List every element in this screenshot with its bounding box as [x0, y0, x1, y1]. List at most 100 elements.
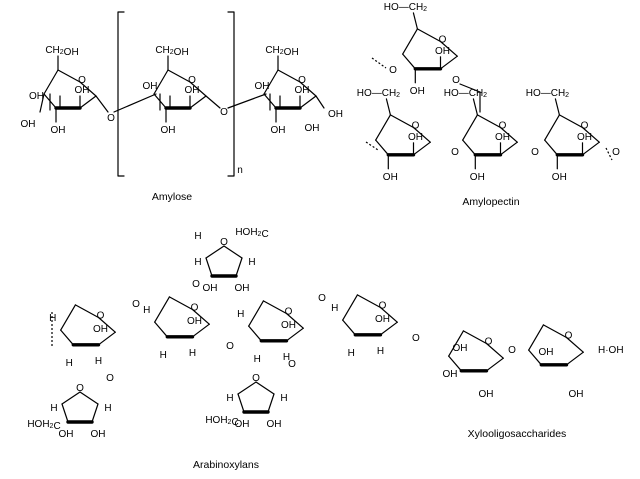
amylopectin-glyco-o2: O [531, 147, 539, 158]
amylose-unit-2-oh2-label: OH [185, 85, 200, 96]
amylopectin-branch-o: O [389, 65, 397, 76]
amylose-unit1-oh-left: OH [29, 91, 44, 102]
amylose-glyco-bond [113, 93, 157, 113]
arabinoxylan-arabinose-1-ring-oxygen: O [76, 383, 84, 394]
arabinoxylan-arabinose-1-ch2oh: HOH2C [27, 419, 60, 432]
amylopectin-unit-1-c6 [385, 98, 391, 116]
amylopectin-branch-hoch2: HO—CH2 [384, 1, 427, 12]
arabinoxylan-xylose-3-bond [285, 312, 304, 329]
arabinoxylan-arabinose-1-bond [61, 391, 81, 405]
arabinoxylan-arabinose-2-ch2oh: HOH2C [235, 227, 268, 240]
amylopectin-end-dash-right [605, 147, 613, 161]
arabinoxylan-arabinose-2-bond [223, 245, 243, 259]
xylooligo-reducing-hoh: H·OH [598, 345, 624, 356]
amylopectin-caption: Amylopectin [462, 196, 519, 208]
arabinoxylan-arabinose-2-h: H [194, 257, 201, 268]
amylose-unit-2-ring-oxygen: O [188, 75, 196, 86]
amylopectin-unit-1-bond [412, 126, 431, 143]
arabinoxylan-arabinose-2-h: H [194, 231, 201, 242]
amylose-unit-3-ch2oh: CH2OH [265, 45, 298, 58]
arabinoxylan-glyco-o3: O [318, 293, 326, 304]
amylopectin-unit-3-bond [544, 114, 561, 141]
amylopectin-unit-2-bond [499, 126, 518, 143]
amylopectin-unit-1-bond [375, 139, 389, 156]
amylopectin-unit-3-bond [581, 126, 600, 143]
arabinoxylan-xylose-3-ring-oxygen: O [285, 306, 293, 317]
amylopectin-unit-3-c6 [554, 98, 561, 116]
xylooligo-unit2-oh-b: OH [569, 389, 584, 400]
amylopectin-unit-2-c6 [472, 98, 478, 116]
amylopectin-end-o: O [612, 147, 620, 158]
arabinoxylan-arabinose-1-link: O [106, 373, 114, 384]
amylose-unit-1-bond [57, 69, 81, 83]
amylose-unit-3-bond [299, 81, 317, 97]
arabinoxylan-arabinose-1-h: H [50, 403, 57, 414]
arabinoxylan-arabinose-1-bond [91, 403, 99, 423]
xylooligo-unit-2-bond [542, 324, 568, 339]
amylopectin-unit-2-bond [499, 141, 518, 156]
arabinoxylan-xylose-4-h: H [377, 345, 384, 356]
arabinoxylan-glyco-o1: O [132, 299, 140, 310]
amylopectin-unit-3-oh3-label: OH [552, 171, 567, 182]
arabinoxylan-arabinose-3-link: O [288, 359, 296, 370]
amylose-unit-1-bond [43, 69, 59, 95]
arabinoxylan-end-o: O [412, 333, 420, 344]
xylooligo-unit2-oh-a: OH [539, 347, 554, 358]
amylose-unit-2-ch2oh: CH2OH [155, 45, 188, 58]
arabinoxylan-arabinose-3-h: H [226, 393, 233, 404]
amylopectin-glyco-o1: O [451, 147, 459, 158]
amylopectin-branch-dash [371, 57, 387, 69]
arabinoxylan-xylose-1-ring-oxygen: O [97, 310, 105, 321]
amylopectin-unit-1-hoch2: HO—CH2 [357, 87, 400, 98]
amylose-glyco-o2: O [220, 107, 228, 118]
amylose-glyco-o1: O [107, 113, 115, 124]
arabinoxylan-arabinose-2-h: H [248, 257, 255, 268]
amylose-unit-3-ring-oxygen: O [298, 75, 306, 86]
amylopectin-unit-2-ring-oxygen: O [499, 120, 507, 131]
arabinoxylan-xylose-4-oh: OH [375, 313, 390, 324]
xylooligo-glyco-o: O [508, 345, 516, 356]
amylopectin-unit-3-bond [544, 139, 558, 156]
xylooligo-unit-2-bond [528, 349, 542, 366]
xylooligo-unit-1-bond [448, 330, 464, 357]
arabinoxylan-xylose-1-bond [60, 329, 74, 346]
xylooligo-unit1-oh-a: OH [453, 343, 468, 354]
arabinoxylan-xylose-1-bond [74, 304, 100, 319]
amylose-reducing-oh: OH [328, 109, 343, 120]
arabinoxylan-xylose-2-bond [191, 308, 210, 325]
arabinoxylan-arabinose-2-ring-oxygen: O [220, 237, 228, 248]
amylopectin-branch-bond [439, 55, 458, 70]
arabinoxylan-xylose-3-h: H [254, 353, 261, 364]
xylooligo-unit-1-bond [462, 330, 488, 345]
arabinoxylan-xylose-4-bond [356, 294, 382, 309]
amylose-unit-1-oh3-label: OH [51, 125, 66, 136]
arabinoxylan-arabinose-2-bond [205, 257, 213, 277]
amylopectin-branch-bond [416, 28, 442, 43]
arabinoxylan-arabinose-2-oh: OH [235, 283, 250, 294]
amylopectin-unit-1-oh2-label: OH [408, 131, 423, 142]
arabinoxylan-arabinose-3-ch2oh: HOH2C [205, 415, 238, 428]
arabinoxylan-xylose-1-oh: OH [93, 323, 108, 334]
amylopectin-branch-bond [402, 28, 418, 55]
arabinoxylan-arabinose-1-h: H [104, 403, 111, 414]
xylooligo-unit-2-bond [528, 324, 545, 351]
arabinoxylan-xylose-4-bond [379, 321, 398, 336]
arabinoxylan-arabinose-1-bond [61, 403, 69, 423]
arabinoxylan-xylose-4-ring-oxygen: O [379, 300, 387, 311]
amylose-unit1-oh4-label: OH [21, 119, 36, 130]
arabinoxylan-xylose-1-h: H [66, 357, 73, 368]
xylooligo-unit-1-bond [485, 357, 504, 372]
xylooligo-unit-1-bond [485, 342, 504, 359]
amylose-reducing-bond [315, 95, 325, 109]
amylopectin-unit-3-ring-oxygen: O [581, 120, 589, 131]
arabinoxylan-xylose-3-bond [248, 325, 262, 342]
arabinoxylan-arabinose-2-bond [205, 245, 225, 259]
amylose-unit-3-bond [299, 95, 317, 109]
amylose-unit-1-bond [79, 95, 97, 109]
arabinoxylan-xylose-2-h: H [189, 347, 196, 358]
amylopectin-unit-2-hoch2: HO—CH2 [444, 87, 487, 98]
amylose-unit-2-bond [189, 81, 207, 97]
arabinoxylan-arabinose-3-h: H [280, 393, 287, 404]
amylose-unit-1-ch2oh: CH2OH [45, 45, 78, 58]
